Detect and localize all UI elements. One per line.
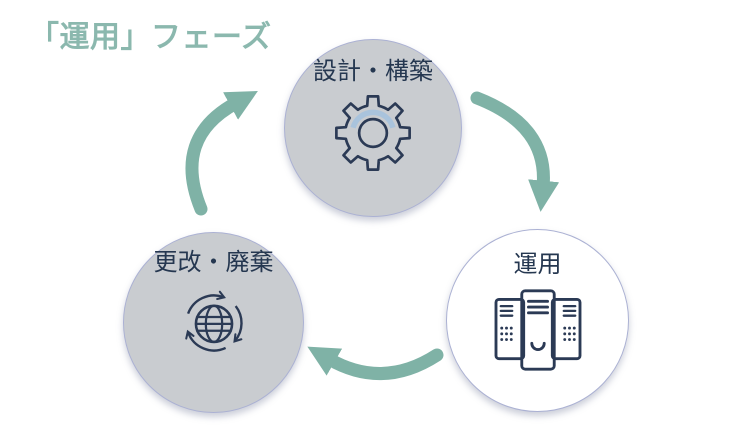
cycle-node-design-build: 設計・構築 [284,39,462,217]
globe-cycle-icon [184,290,243,352]
server-rack-icon [494,289,581,371]
arrow-design-to-operation-icon [470,91,560,212]
gear-icon [335,94,411,171]
arrow-change-to-design-icon [185,91,258,216]
node-label-change-disposal: 更改・廃棄 [153,249,274,276]
node-label-design-build: 設計・構築 [313,58,433,85]
cycle-node-operation: 運用 [446,229,629,412]
page-title: 「運用」フェーズ [29,21,272,54]
node-label-operation: 運用 [513,251,562,278]
cycle-node-change-disposal: 更改・廃棄 [123,232,304,413]
arrow-operation-to-change-icon [307,346,444,381]
